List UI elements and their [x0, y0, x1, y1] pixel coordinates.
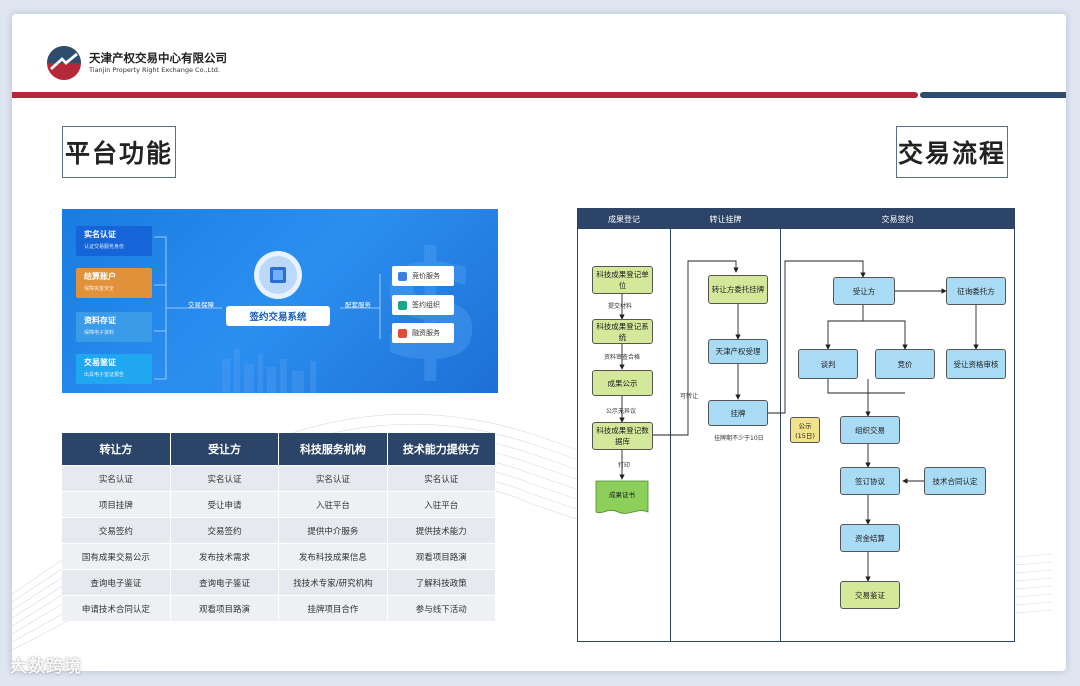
table-cell: 了解科技政策: [387, 569, 497, 596]
table-cell: 受让申请: [170, 491, 280, 518]
table-row: 国有成果交易公示发布技术需求发布科技成果信息观看项目路演: [62, 543, 497, 570]
node-tianjin-acceptance: 天津产权受理: [708, 339, 768, 364]
tag-data-deposit: 资料存证保障电子资料: [76, 312, 152, 342]
table-cell: 实名认证: [62, 465, 171, 492]
table-row: 申请技术合同认定观看项目路演挂牌项目合作参与线下活动: [62, 595, 497, 621]
table-cell: 提供中介服务: [278, 517, 388, 544]
label-transferable: 可转让: [680, 393, 699, 400]
trading-flowchart: 成果登记 转让挂牌 交易签约: [577, 208, 1015, 642]
signing-system-title: 签约交易系统: [226, 306, 330, 326]
node-consult-principal: 征询委托方: [946, 277, 1006, 305]
table-cell: 国有成果交易公示: [62, 543, 171, 570]
label-submit-materials: 提交材料: [608, 303, 633, 310]
lane-separator: [670, 209, 672, 641]
label-listing-period: 挂牌期不少于10日: [714, 435, 764, 442]
node-registration-database: 科技成果登记数据库: [592, 422, 653, 450]
label-trade-guarantee: 交易保障: [188, 301, 214, 309]
node-bidding: 竞价: [875, 349, 935, 379]
node-tech-contract-certification: 技术合同认定: [924, 467, 986, 495]
label-supporting-services: 配套服务: [345, 301, 371, 309]
node-negotiation: 谈判: [798, 349, 858, 379]
company-name-en: Tianjin Property Right Exchange Co.,Ltd.: [89, 66, 220, 74]
node-transferee: 受让方: [833, 277, 895, 305]
tag-real-name-auth: 实名认证认证交易服务身份: [76, 226, 152, 256]
label-review-passed: 资料审查合格: [604, 354, 641, 361]
certificate-document-shape: [595, 480, 649, 514]
node-listing: 挂牌: [708, 400, 768, 426]
roles-table: 转让方 受让方 科技服务机构 技术能力提供方 实名认证实名认证实名认证实名认证 …: [62, 433, 497, 621]
lane-header-listing: 转让挂牌: [671, 209, 780, 229]
node-registration-unit: 科技成果登记单位: [592, 266, 653, 294]
table-cell: 实名认证: [170, 465, 280, 492]
node-transferor-listing: 转让方委托挂牌: [708, 275, 768, 304]
table-cell: 项目挂牌: [62, 491, 171, 518]
service-signing: 签约组织: [392, 295, 454, 315]
col-header-tech-service-org: 科技服务机构: [278, 433, 388, 466]
header-divider-blue: [920, 92, 1066, 98]
table-cell: 交易签约: [62, 517, 171, 544]
node-qualification-review: 受让资格审核: [946, 349, 1006, 379]
money-hand-icon: [398, 328, 407, 338]
flow-connectors: [595, 260, 979, 582]
gavel-icon: [398, 271, 407, 281]
node-certificate: 成果证书: [609, 491, 635, 499]
node-result-publicity: 成果公示: [592, 370, 653, 396]
service-financing: 融资服务: [392, 323, 454, 343]
col-header-tech-provider: 技术能力提供方: [387, 433, 497, 466]
node-trade-attestation: 交易鉴证: [840, 581, 900, 609]
table-cell: 实名认证: [278, 465, 388, 492]
table-cell: 交易签约: [170, 517, 280, 544]
company-logo-icon: [47, 46, 81, 80]
col-header-transferee: 受让方: [170, 433, 280, 466]
table-cell: 提供技术能力: [387, 517, 497, 544]
table-cell: 挂牌项目合作: [278, 595, 388, 621]
service-bidding: 竞价服务: [392, 266, 454, 286]
tag-trade-attestation: 交易鉴证出具电子鉴证报告: [76, 354, 152, 384]
table-cell: 入驻平台: [387, 491, 497, 518]
table-cell: 参与线下活动: [387, 595, 497, 621]
company-name-cn: 天津产权交易中心有限公司: [89, 51, 227, 65]
lane-header-registration: 成果登记: [578, 209, 670, 229]
table-cell: 找技术专家/研究机构: [278, 569, 388, 596]
lane-header-signing: 交易签约: [781, 209, 1014, 229]
header-divider-red: [12, 92, 918, 98]
lane-separator: [780, 209, 782, 641]
table-row: 交易签约交易签约提供中介服务提供技术能力: [62, 517, 497, 544]
col-header-transferor: 转让方: [62, 433, 171, 466]
table-cell: 发布科技成果信息: [278, 543, 388, 570]
section-title-platform-functions: 平台功能: [62, 126, 176, 178]
node-sign-agreement: 签订协议: [840, 467, 900, 495]
table-header-row: 转让方 受让方 科技服务机构 技术能力提供方: [62, 433, 497, 466]
watermark: 大数跨境: [10, 657, 82, 677]
slide: 天津产权交易中心有限公司 Tianjin Property Right Exch…: [12, 14, 1066, 671]
label-no-objection: 公示无异议: [606, 408, 637, 415]
section-title-trading-process: 交易流程: [896, 126, 1008, 178]
label-print: 打印: [618, 462, 631, 469]
table-cell: 查询电子鉴证: [170, 569, 280, 596]
table-cell: 观看项目路演: [170, 595, 280, 621]
table-cell: 申请技术合同认定: [62, 595, 171, 621]
table-cell: 查询电子鉴证: [62, 569, 171, 596]
node-organize-trade: 组织交易: [840, 416, 900, 444]
table-cell: 入驻平台: [278, 491, 388, 518]
table-cell: 发布技术需求: [170, 543, 280, 570]
table-cell: 观看项目路演: [387, 543, 497, 570]
table-row: 实名认证实名认证实名认证实名认证: [62, 465, 497, 492]
table-row: 查询电子鉴证查询电子鉴证找技术专家/研究机构了解科技政策: [62, 569, 497, 596]
node-fund-settlement: 资金结算: [840, 524, 900, 552]
platform-banner: $ 实名认证认证交易服务身份 结算账户保障资金安全: [62, 209, 498, 393]
document-icon: [398, 300, 407, 310]
table-cell: 实名认证: [387, 465, 497, 492]
table-row: 项目挂牌受让申请入驻平台入驻平台: [62, 491, 497, 518]
node-registration-system: 科技成果登记系统: [592, 319, 653, 344]
tag-settlement-account: 结算账户保障资金安全: [76, 268, 152, 298]
node-publicity-15-days: 公示(15日): [790, 417, 820, 443]
